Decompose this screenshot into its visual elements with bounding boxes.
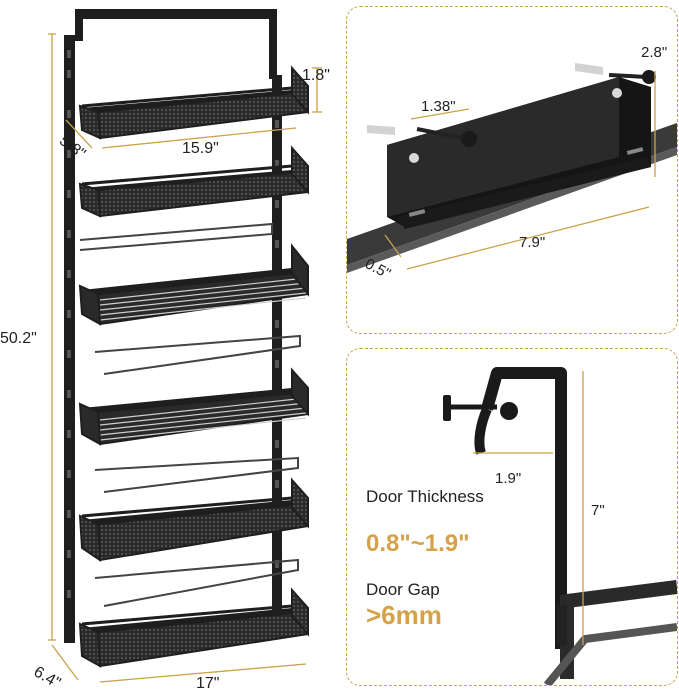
basket-4	[78, 367, 310, 446]
basket-depth-label: 5.8"	[56, 132, 88, 163]
basket-6	[78, 587, 310, 668]
basket-width-label: 15.9"	[182, 140, 219, 157]
basket-height-label: 1.8"	[302, 67, 330, 84]
door-gap-label: Door Gap	[366, 580, 440, 599]
total-height-label: 50.2"	[0, 330, 37, 347]
hook-height-label: 7"	[591, 502, 605, 519]
basket-5	[78, 477, 310, 562]
basket-3	[78, 243, 310, 326]
knob-icon	[443, 395, 518, 421]
door-hook-panel: 1.9" 7"	[346, 348, 678, 688]
wall-mount-panel: 1.38" 2.8" 7.9" 0.5"	[346, 6, 678, 334]
hook-width-label: 1.9"	[495, 470, 521, 487]
basket-2	[78, 145, 310, 218]
door-gap-value: >6mm	[366, 600, 442, 630]
door-thickness-value: 0.8"~1.9"	[366, 530, 470, 557]
wall-anchor-icon	[367, 63, 603, 135]
base-width-label: 17"	[196, 675, 219, 690]
basket-1	[78, 65, 310, 140]
door-rack	[64, 9, 310, 668]
screw-icon	[416, 70, 656, 147]
door-thickness-label: Door Thickness	[366, 487, 484, 506]
plate-length-label: 7.9"	[519, 234, 545, 251]
base-depth-label: 6.4"	[31, 663, 64, 690]
plate-height-label: 2.8"	[641, 44, 667, 61]
rack-dimension-lines	[48, 33, 322, 683]
screw-spacing-label: 1.38"	[421, 98, 456, 115]
door-hook-illustration: 1.9" 7"	[443, 367, 678, 688]
wall-mount-illustration: 1.38" 2.8" 7.9" 0.5"	[347, 44, 677, 283]
